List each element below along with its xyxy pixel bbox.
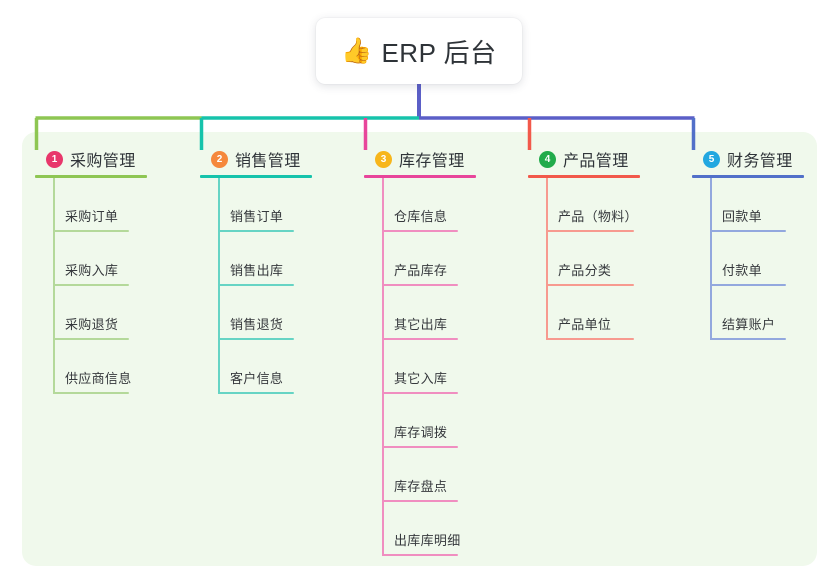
list-item-rule (382, 392, 458, 394)
column-rule (528, 175, 640, 178)
list-item-label: 回款单 (722, 209, 762, 224)
list-item-rule (218, 284, 294, 286)
list-item-rule (218, 392, 294, 394)
list-item-rule (218, 338, 294, 340)
column-header-3[interactable]: 3 库存管理 (364, 146, 476, 172)
diagram-panel (22, 132, 817, 566)
list-item-rule (710, 338, 786, 340)
list-item[interactable]: 库存调拨 (382, 394, 476, 448)
list-item[interactable]: 付款单 (710, 232, 804, 286)
column-2: 2 销售管理销售订单销售出库销售退货客户信息 (200, 146, 312, 394)
list-item-rule (53, 338, 129, 340)
list-item-label: 产品分类 (558, 263, 612, 278)
root-node[interactable]: 👍 ERP 后台 (316, 18, 522, 84)
list-item-label: 其它出库 (394, 317, 448, 332)
list-item-label: 仓库信息 (394, 209, 448, 224)
list-item[interactable]: 销售订单 (218, 178, 312, 232)
column-title: 销售管理 (235, 153, 301, 170)
list-item-label: 出库库明细 (394, 533, 461, 548)
column-items: 回款单付款单结算账户 (692, 178, 804, 340)
list-item-rule (53, 392, 129, 394)
list-item-label: 销售退货 (230, 317, 284, 332)
list-item-rule (53, 284, 129, 286)
thumbs-up-icon: 👍 (341, 36, 373, 65)
list-item[interactable]: 产品库存 (382, 232, 476, 286)
list-item[interactable]: 产品（物料） (546, 178, 640, 232)
list-item[interactable]: 采购退货 (53, 286, 147, 340)
column-header-5[interactable]: 5 财务管理 (692, 146, 804, 172)
list-item[interactable]: 库存盘点 (382, 448, 476, 502)
column-rule (364, 175, 476, 178)
column-header-4[interactable]: 4 产品管理 (528, 146, 640, 172)
list-item-label: 其它入库 (394, 371, 448, 386)
list-item-rule (546, 338, 634, 340)
list-item-label: 客户信息 (230, 371, 284, 386)
list-item-rule (218, 230, 294, 232)
column-3: 3 库存管理仓库信息产品库存其它出库其它入库库存调拨库存盘点出库库明细 (364, 146, 476, 556)
column-number-badge: 3 (375, 150, 392, 168)
list-item-rule (382, 284, 458, 286)
list-item[interactable]: 出库库明细 (382, 502, 476, 556)
list-item[interactable]: 产品单位 (546, 286, 640, 340)
column-number-badge: 5 (703, 150, 720, 168)
column-number-badge: 2 (211, 150, 228, 168)
list-item-label: 库存盘点 (394, 479, 448, 494)
list-item-label: 采购退货 (65, 317, 119, 332)
column-header-1[interactable]: 1 采购管理 (35, 146, 147, 172)
list-item[interactable]: 其它出库 (382, 286, 476, 340)
list-item-label: 产品单位 (558, 317, 612, 332)
list-item-rule (382, 338, 458, 340)
list-item-label: 销售出库 (230, 263, 284, 278)
column-5: 5 财务管理回款单付款单结算账户 (692, 146, 804, 340)
root-title: ERP 后台 (381, 37, 497, 68)
list-item-rule (53, 230, 129, 232)
list-item-rule (382, 500, 458, 502)
column-rule (692, 175, 804, 178)
column-items: 采购订单采购入库采购退货供应商信息 (35, 178, 147, 394)
column-title: 采购管理 (70, 153, 136, 170)
list-item-rule (546, 284, 634, 286)
list-item-rule (382, 230, 458, 232)
list-item-label: 结算账户 (722, 317, 776, 332)
list-item-label: 销售订单 (230, 209, 284, 224)
list-item-rule (710, 230, 786, 232)
list-item[interactable]: 结算账户 (710, 286, 804, 340)
column-number-badge: 4 (539, 150, 556, 168)
column-4: 4 产品管理产品（物料） 产品分类产品单位 (528, 146, 640, 340)
list-item-label: 采购订单 (65, 209, 119, 224)
column-title: 产品管理 (563, 153, 629, 170)
list-item[interactable]: 客户信息 (218, 340, 312, 394)
column-title: 财务管理 (727, 153, 793, 170)
column-rule (200, 175, 312, 178)
list-item[interactable]: 仓库信息 (382, 178, 476, 232)
list-item-label: 采购入库 (65, 263, 119, 278)
list-item[interactable]: 采购入库 (53, 232, 147, 286)
list-item-label: 供应商信息 (65, 371, 132, 386)
list-item-rule (382, 446, 458, 448)
list-item[interactable]: 采购订单 (53, 178, 147, 232)
column-items: 产品（物料） 产品分类产品单位 (528, 178, 640, 340)
column-rule (35, 175, 147, 178)
list-item[interactable]: 供应商信息 (53, 340, 147, 394)
list-item-rule (546, 230, 634, 232)
list-item-label: 库存调拨 (394, 425, 448, 440)
column-title: 库存管理 (399, 153, 465, 170)
list-item-rule (710, 284, 786, 286)
list-item-rule (382, 554, 458, 556)
list-item[interactable]: 回款单 (710, 178, 804, 232)
column-header-2[interactable]: 2 销售管理 (200, 146, 312, 172)
column-items: 销售订单销售出库销售退货客户信息 (200, 178, 312, 394)
column-number-badge: 1 (46, 150, 63, 168)
list-item-label: 付款单 (722, 263, 762, 278)
column-items: 仓库信息产品库存其它出库其它入库库存调拨库存盘点出库库明细 (364, 178, 476, 556)
list-item[interactable]: 其它入库 (382, 340, 476, 394)
list-item[interactable]: 销售出库 (218, 232, 312, 286)
list-item-label: 产品（物料） (558, 209, 638, 224)
column-1: 1 采购管理采购订单采购入库采购退货供应商信息 (35, 146, 147, 394)
list-item[interactable]: 销售退货 (218, 286, 312, 340)
list-item[interactable]: 产品分类 (546, 232, 640, 286)
list-item-label: 产品库存 (394, 263, 448, 278)
